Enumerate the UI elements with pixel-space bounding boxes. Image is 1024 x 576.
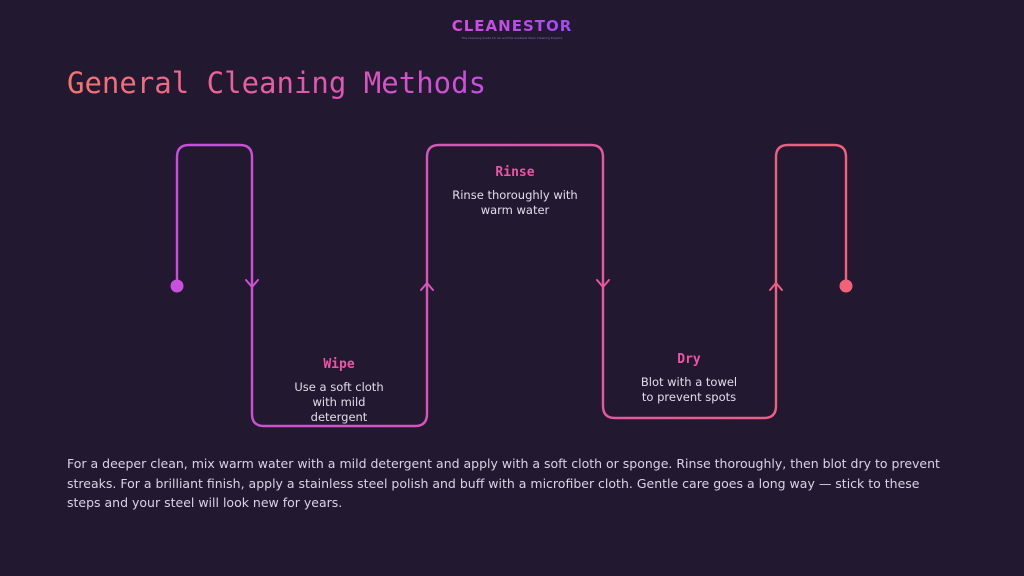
flow-end-dot (839, 279, 853, 293)
brand-logo: CLEANESTOR The Cleaning Guide for All an… (0, 16, 1024, 40)
step-description: Blot with a towel to prevent spots (640, 375, 738, 404)
brand-tagline: The Cleaning Guide for All and the Great… (461, 36, 563, 40)
body-paragraph: For a deeper clean, mix warm water with … (67, 456, 940, 510)
step-description: Rinse thoroughly with warm water (452, 188, 578, 217)
step-wipe: Wipe Use a soft cloth with mild detergen… (239, 357, 439, 425)
arrow-up-icon (420, 281, 434, 291)
arrow-up-icon (769, 281, 783, 291)
page-title: General Cleaning Methods (67, 66, 487, 100)
arrow-down-icon (245, 279, 259, 289)
step-title: Wipe (323, 357, 355, 372)
step-rinse: Rinse Rinse thoroughly with warm water (415, 165, 615, 218)
step-dry: Dry Blot with a towel to prevent spots (589, 352, 789, 405)
brand-name: CLEANESTOR (451, 17, 573, 35)
flow-start-dot (170, 279, 184, 293)
step-title: Dry (677, 352, 701, 367)
step-title: Rinse (495, 165, 535, 180)
step-description: Use a soft cloth with mild detergent (294, 380, 384, 424)
arrow-down-icon (596, 279, 610, 289)
flow-path (175, 143, 848, 428)
